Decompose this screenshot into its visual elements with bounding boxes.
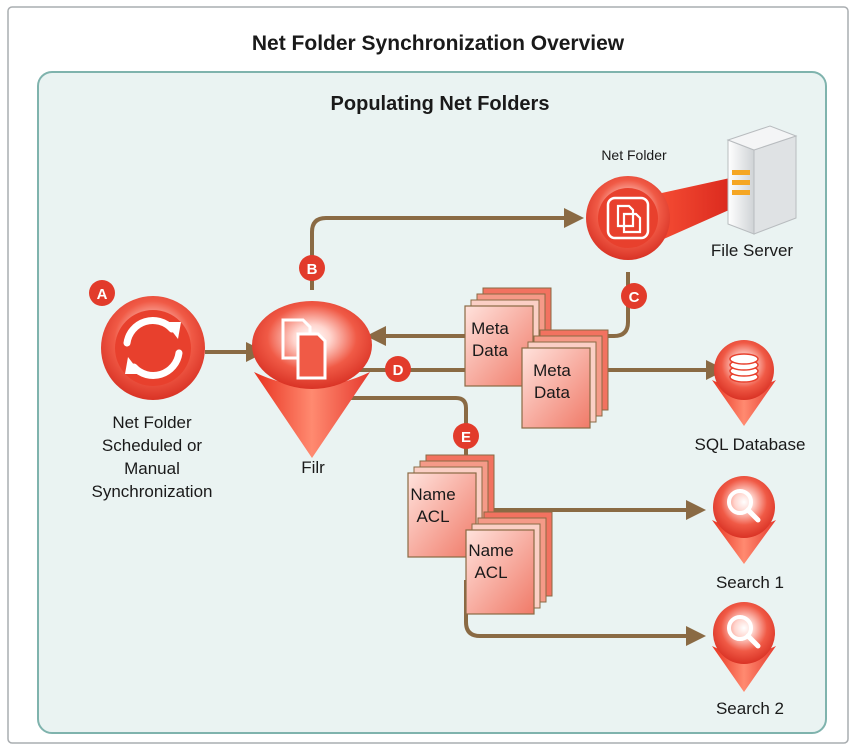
step-c-badge <box>621 283 647 309</box>
diagram-title: Net Folder Synchronization Overview <box>252 32 625 55</box>
doc-front <box>521 347 591 429</box>
doc-front <box>464 305 534 387</box>
database-icon <box>729 353 759 383</box>
sql-database-label: SQL Database <box>695 435 806 454</box>
step-c-label: C <box>629 289 640 306</box>
name-acl-stack-2: Name ACL <box>465 511 553 615</box>
server-drive-1 <box>732 170 750 175</box>
step-d-label: D <box>393 362 404 379</box>
filr-docs-icon <box>281 318 327 380</box>
name2-line1: Name <box>468 541 513 560</box>
panel-populating <box>37 71 827 734</box>
magnifier-icon <box>727 615 761 649</box>
sync-label-3: Manual <box>124 459 180 478</box>
step-b-label: B <box>307 261 318 278</box>
server-top <box>726 125 798 151</box>
filr-cone <box>254 372 370 458</box>
panel-title: Populating Net Folders <box>331 93 550 115</box>
sync-label-2: Scheduled or <box>102 436 203 455</box>
net-folder-label: Net Folder <box>601 147 667 163</box>
search2-label: Search 2 <box>716 699 784 718</box>
sync-arrowhead-2 <box>125 357 141 374</box>
meta-data-stack-2: Meta Data <box>521 329 609 429</box>
search1-node: Search 1 <box>712 476 784 592</box>
magnifier-icon <box>727 489 761 523</box>
file-server-label: File Server <box>711 241 794 260</box>
meta2-line1: Meta <box>533 361 571 380</box>
arrow-search2 <box>464 580 706 646</box>
net-folder-node: Net Folder C <box>586 147 738 309</box>
sql-database-node: SQL Database <box>695 340 806 454</box>
arrow-c <box>366 272 630 346</box>
server-drive-2 <box>732 180 750 185</box>
search1-ball <box>713 476 775 538</box>
folder-frame-icon <box>606 196 650 240</box>
name1-line1: Name <box>410 485 455 504</box>
step-e-label: E <box>461 429 471 446</box>
meta1-line2: Data <box>472 341 508 360</box>
server-drive-3 <box>732 190 750 195</box>
filr-node: B Filr <box>252 255 372 477</box>
folder-docs-icon <box>616 204 642 234</box>
step-e-badge <box>453 423 479 449</box>
name2-line2: ACL <box>474 563 507 582</box>
arrow-e <box>345 396 468 455</box>
doc-front <box>407 472 477 558</box>
sync-arrowhead-1 <box>165 322 181 339</box>
search1-label: Search 1 <box>716 573 784 592</box>
meta1-line1: Meta <box>471 319 509 338</box>
step-a-badge <box>89 280 115 306</box>
step-a-label: A <box>97 286 108 303</box>
search2-node: Search 2 <box>712 602 784 718</box>
sync-label-4: Synchronization <box>92 482 213 501</box>
server-side <box>753 135 797 235</box>
step-d-badge <box>385 356 411 382</box>
net-folder-core <box>598 188 658 248</box>
name1-line2: ACL <box>416 507 449 526</box>
doc-front <box>465 529 535 615</box>
meta2-line2: Data <box>534 383 570 402</box>
arrow-b <box>310 208 584 290</box>
meta-data-stack-1: Meta Data <box>464 287 552 387</box>
file-server-node: File Server <box>711 125 798 260</box>
server-front <box>727 139 755 235</box>
sync-icon <box>123 317 183 379</box>
search2-ball <box>713 602 775 664</box>
filr-label: Filr <box>301 458 325 477</box>
sync-label-1: Net Folder <box>112 413 192 432</box>
step-b-badge <box>299 255 325 281</box>
sync-node: A Net Folder Scheduled or Manual Synchro… <box>89 280 212 501</box>
